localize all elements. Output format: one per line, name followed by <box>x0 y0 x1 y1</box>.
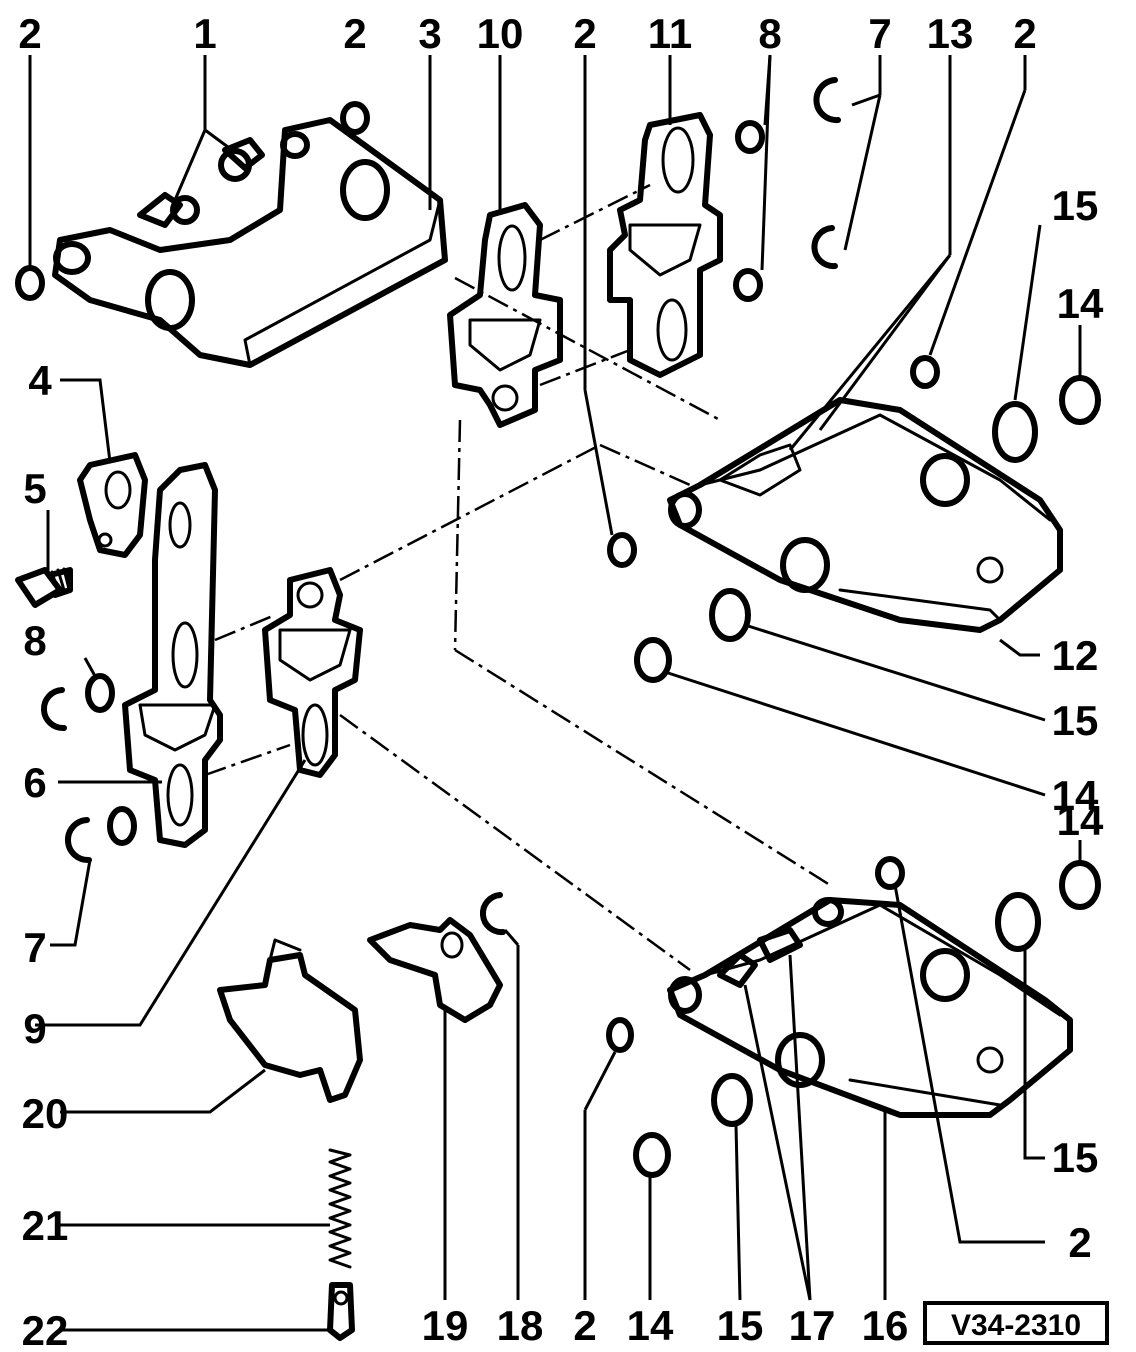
callout-16: 16 <box>862 1302 909 1349</box>
callout-2: 2 <box>1013 10 1036 57</box>
callout-2: 2 <box>573 10 596 57</box>
callout-15: 15 <box>717 1302 764 1349</box>
callout-5: 5 <box>23 465 46 512</box>
callout-2: 2 <box>1068 1219 1091 1266</box>
callout-21: 21 <box>22 1202 69 1249</box>
part-17-ball-studs <box>717 927 803 988</box>
part-12-cover <box>667 397 1063 633</box>
part-22-pin <box>327 1282 355 1341</box>
part-1-ball-studs <box>137 137 265 228</box>
part-20-selector-fork <box>217 938 363 1103</box>
callout-11: 11 <box>648 10 692 57</box>
part-10-gasket <box>447 202 563 428</box>
callout-20: 20 <box>22 1090 69 1137</box>
callout-14: 14 <box>1057 280 1104 327</box>
callout-8: 8 <box>758 10 781 57</box>
callout-6: 6 <box>23 759 46 806</box>
part-4-small-bracket <box>77 452 148 558</box>
callout-15: 15 <box>1052 182 1099 229</box>
callout-2: 2 <box>343 10 366 57</box>
callout-7: 7 <box>23 924 46 971</box>
callout-14: 14 <box>1052 772 1099 819</box>
callout-8: 8 <box>23 617 46 664</box>
callout-9: 9 <box>23 1005 46 1052</box>
part-11-gasket <box>607 112 723 378</box>
callout-4: 4 <box>28 357 52 404</box>
callout-10: 10 <box>477 10 524 57</box>
figure-code: V34-2310 <box>951 1309 1081 1342</box>
callout-14: 14 <box>627 1302 674 1349</box>
callout-17: 17 <box>789 1302 836 1349</box>
callout-7: 7 <box>868 10 891 57</box>
callout-18: 18 <box>497 1302 544 1349</box>
callout-15: 15 <box>1052 1134 1099 1181</box>
callout-3: 3 <box>418 10 441 57</box>
callout-2: 2 <box>18 10 41 57</box>
callout-15: 15 <box>1052 697 1099 744</box>
callout-19: 19 <box>422 1302 469 1349</box>
part-9-gasket <box>262 567 363 778</box>
callout-13: 13 <box>927 10 974 57</box>
callout-22: 22 <box>22 1307 69 1352</box>
callout-14: 14 <box>1057 797 1104 844</box>
figure-code-box: V34-2310 <box>923 1301 1109 1345</box>
part-19-bracket <box>367 917 503 1023</box>
part-16-cover <box>667 897 1073 1118</box>
part-21-spring <box>328 1148 352 1269</box>
callout-labels: 2 1 2 3 10 2 11 8 7 13 2 15 14 4 5 8 6 7… <box>18 10 1104 1352</box>
part-3-bracket-frame <box>52 117 448 368</box>
callout-1: 1 <box>193 10 216 57</box>
part-5-bolt <box>15 567 73 608</box>
callout-12: 12 <box>1052 632 1099 679</box>
callout-2: 2 <box>573 1302 596 1349</box>
leader-lines <box>28 54 1082 1332</box>
part-6-gasket <box>122 462 223 848</box>
